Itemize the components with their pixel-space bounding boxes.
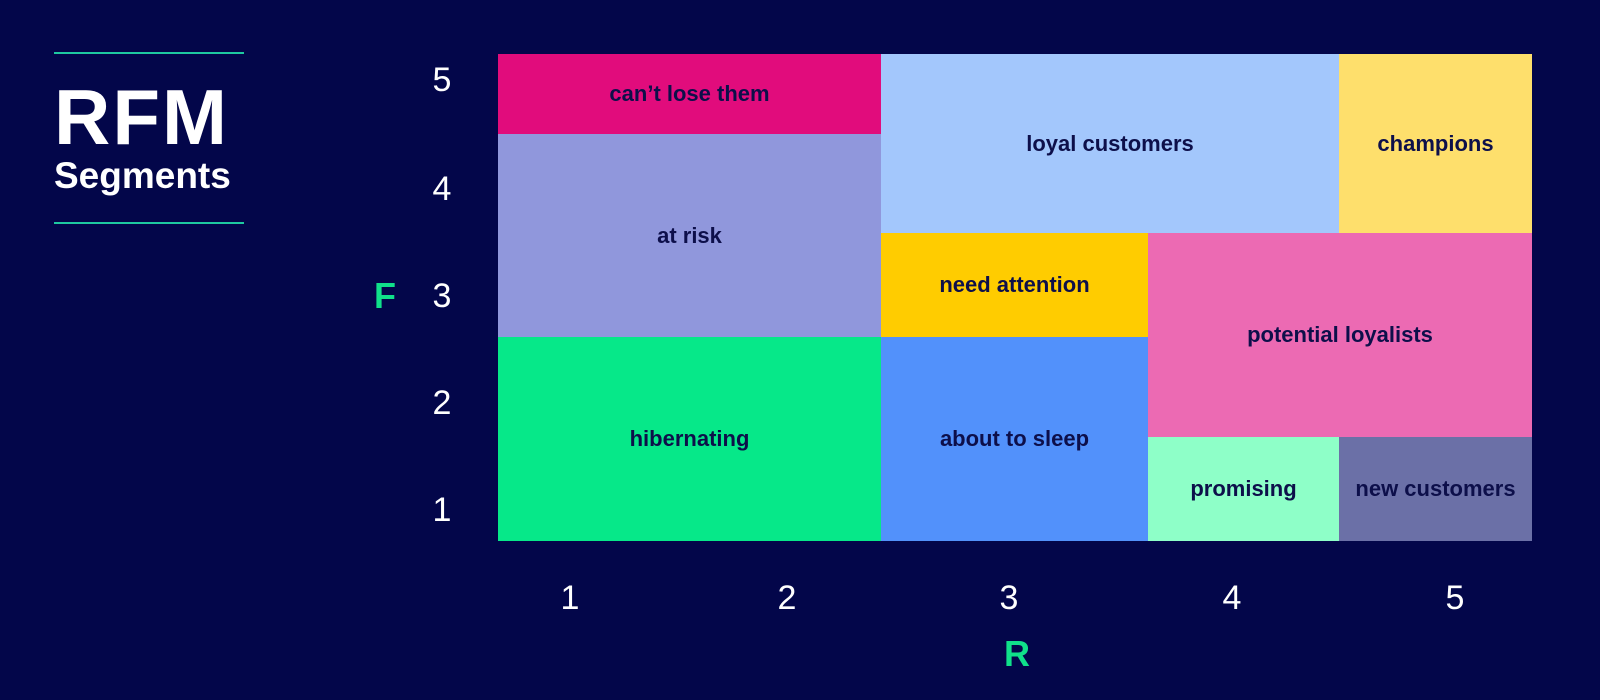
rfm-segment-grid: can’t lose them loyal customers champion… — [498, 54, 1532, 541]
segment-potential-loyalists: potential loyalists — [1148, 233, 1532, 437]
title-top-rule — [54, 52, 244, 54]
x-tick-2: 2 — [777, 579, 797, 617]
y-tick-5: 5 — [432, 61, 452, 99]
segment-promising: promising — [1148, 437, 1339, 541]
segment-new-customers: new customers — [1339, 437, 1532, 541]
segment-need-attention: need attention — [881, 233, 1148, 337]
segment-about-to-sleep: about to sleep — [881, 337, 1148, 541]
segment-champions: champions — [1339, 54, 1532, 233]
segment-at-risk: at risk — [498, 134, 881, 337]
x-tick-4: 4 — [1222, 579, 1242, 617]
x-axis-label: R — [1004, 633, 1030, 674]
segment-hibernating: hibernating — [498, 337, 881, 541]
x-tick-5: 5 — [1445, 579, 1465, 617]
segment-cant-lose-them: can’t lose them — [498, 54, 881, 134]
x-tick-3: 3 — [999, 579, 1019, 617]
y-tick-3: 3 — [432, 277, 452, 315]
page-title: RFM — [54, 73, 229, 161]
segment-loyal-customers: loyal customers — [881, 54, 1339, 233]
title-bottom-rule — [54, 222, 244, 224]
y-tick-2: 2 — [432, 384, 452, 422]
y-axis-label: F — [374, 275, 396, 316]
title-block: RFM Segments — [54, 52, 244, 224]
x-tick-1: 1 — [560, 579, 580, 617]
y-tick-1: 1 — [432, 491, 452, 529]
page-subtitle: Segments — [54, 155, 231, 196]
y-tick-4: 4 — [432, 170, 452, 208]
